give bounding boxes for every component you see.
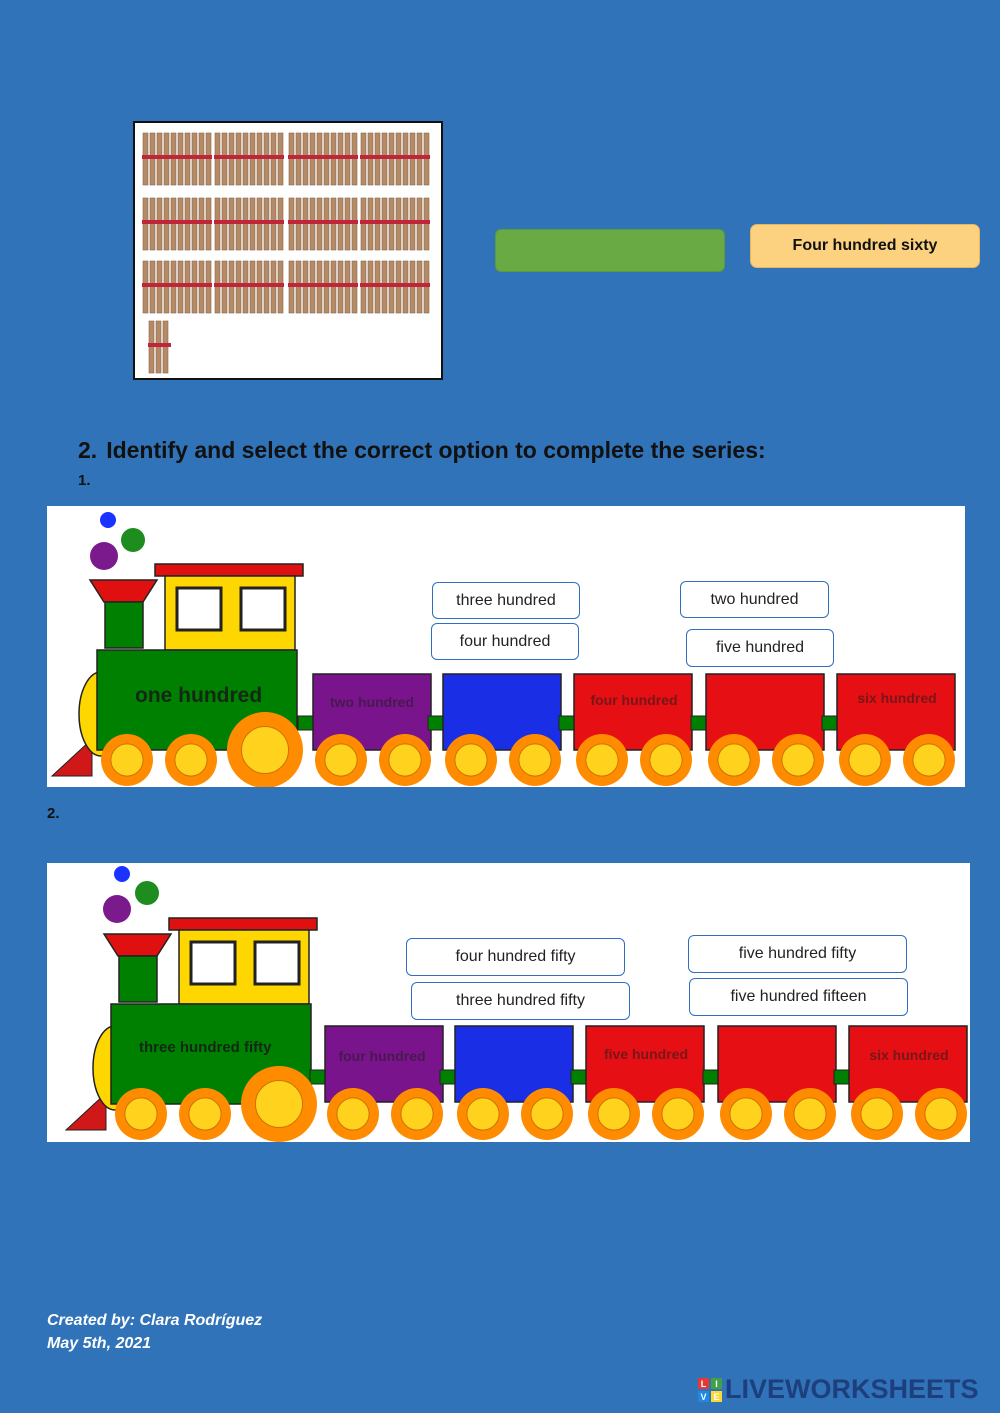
wheel-hub: [336, 1097, 370, 1131]
created-by: Created by: Clara Rodríguez: [47, 1312, 263, 1329]
option-button[interactable]: five hundred fifteen: [689, 978, 908, 1016]
wheel-hub: [860, 1097, 894, 1131]
car-label: six hundred: [857, 690, 937, 706]
number-word-box[interactable]: Four hundred sixty: [750, 224, 980, 268]
wheel-hub: [400, 1097, 434, 1131]
wheel-hub: [781, 743, 815, 777]
wheel-hub: [530, 1097, 564, 1131]
train-1-graphic: [50, 512, 956, 787]
stick-band: [148, 343, 171, 347]
wheel-hub: [597, 1097, 631, 1131]
option-button[interactable]: five hundred fifty: [688, 935, 907, 973]
liveworksheets-wordmark: LIVEWORKSHEETS: [725, 1374, 979, 1404]
wheel-hub: [518, 743, 552, 777]
liveworksheets-badge-icon: L I V E: [698, 1377, 722, 1402]
badge-letter: I: [715, 1379, 718, 1389]
wheel-hub: [124, 1097, 158, 1131]
locomotive-label: three hundred fifty: [139, 1039, 272, 1056]
cab-roof: [168, 917, 318, 931]
liveworksheets-logo: L I V E LIVEWORKSHEETS: [698, 1374, 979, 1405]
cab-roof: [154, 563, 304, 577]
chimney: [104, 601, 144, 649]
wheel-hub: [924, 1097, 958, 1131]
wheel-hub: [240, 725, 290, 775]
wheel-hub: [729, 1097, 763, 1131]
cab-window: [253, 940, 301, 986]
option-button[interactable]: three hundred fifty: [411, 982, 630, 1020]
smoke-puff: [121, 528, 145, 552]
wheel-hub: [912, 743, 946, 777]
smoke-puff: [90, 542, 118, 570]
stick-band: [214, 283, 284, 287]
car-label: five hundred: [603, 1046, 688, 1062]
car-label: four hundred: [338, 1048, 426, 1064]
car-label: six hundred: [869, 1047, 949, 1063]
cab-window: [239, 586, 287, 632]
badge-letter: V: [700, 1392, 706, 1402]
stick-band: [360, 220, 430, 224]
stick-band: [214, 155, 284, 159]
option-button[interactable]: five hundred: [686, 629, 834, 667]
wheel-hub: [388, 743, 422, 777]
section-number: 2.: [78, 437, 98, 463]
wheel-hub: [649, 743, 683, 777]
stick-band: [142, 155, 212, 159]
train-2-graphic: [64, 866, 968, 1142]
footer-credit: Created by: Clara Rodríguez May 5th, 202…: [47, 1309, 262, 1355]
cow-catcher: [50, 737, 93, 777]
chimney-top: [102, 933, 173, 957]
section-title-text: Identify and select the correct option t…: [106, 437, 766, 463]
stick-band: [360, 155, 430, 159]
cab-window: [189, 940, 237, 986]
answer-input[interactable]: [495, 229, 725, 272]
option-button[interactable]: four hundred fifty: [406, 938, 625, 976]
cow-catcher: [64, 1091, 107, 1131]
created-date: May 5th, 2021: [47, 1335, 152, 1352]
chimney-top: [88, 579, 159, 603]
wheel-hub: [717, 743, 751, 777]
train-car: [585, 1025, 705, 1103]
stick-band: [288, 155, 358, 159]
question-2-label: 2.: [47, 805, 60, 822]
stick-band: [142, 220, 212, 224]
question-1-label: 1.: [78, 472, 91, 489]
train-panel-1: one hundred two hundred four hundred six…: [47, 506, 965, 787]
badge-letter: L: [701, 1379, 707, 1389]
option-button[interactable]: two hundred: [680, 581, 829, 618]
cab-window: [175, 586, 223, 632]
wheel-hub: [585, 743, 619, 777]
option-button[interactable]: three hundred: [432, 582, 580, 619]
stick-band: [288, 220, 358, 224]
stick-band: [288, 283, 358, 287]
smoke-puff: [135, 881, 159, 905]
wheel-hub: [466, 1097, 500, 1131]
section-title: 2. Identify and select the correct option…: [78, 437, 766, 464]
smoke-puff: [114, 866, 130, 882]
wheel-hub: [793, 1097, 827, 1131]
wheel-hub: [848, 743, 882, 777]
wheel-hub: [661, 1097, 695, 1131]
car-label: four hundred: [590, 692, 678, 708]
wheel-hub: [110, 743, 144, 777]
stick-band: [360, 283, 430, 287]
car-label: two hundred: [330, 694, 414, 710]
bundles-of-sticks-image: [133, 121, 443, 380]
wheel-hub: [324, 743, 358, 777]
smoke-puff: [100, 512, 116, 528]
badge-letter: E: [713, 1392, 719, 1402]
train-panel-2: three hundred fifty four hundred five hu…: [47, 863, 970, 1142]
smoke-puff: [103, 895, 131, 923]
wheel-hub: [188, 1097, 222, 1131]
chimney: [118, 955, 158, 1003]
locomotive-label: one hundred: [135, 684, 263, 707]
stick-band: [214, 220, 284, 224]
stick-band: [142, 283, 212, 287]
wheel-hub: [454, 743, 488, 777]
wheel-hub: [174, 743, 208, 777]
number-word-text: Four hundred sixty: [792, 237, 938, 254]
wheel-hub: [254, 1079, 304, 1129]
option-button[interactable]: four hundred: [431, 623, 579, 660]
